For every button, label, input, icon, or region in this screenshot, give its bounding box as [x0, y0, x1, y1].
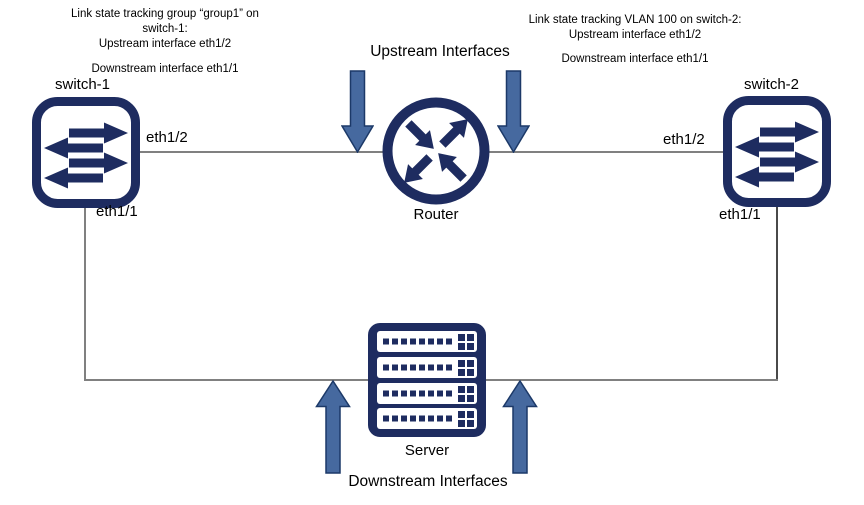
- link-router-switch2: [480, 151, 725, 153]
- link-switch2-down: [776, 204, 778, 381]
- downstream-arrow-right-icon: [502, 380, 538, 474]
- switch1-eth12-label: eth1/2: [146, 129, 188, 146]
- switch1-label: switch-1: [55, 76, 111, 93]
- switch1-icon: [32, 97, 140, 208]
- annotation-switch1: Link state tracking group “group1” on sw…: [40, 7, 290, 77]
- switch2-icon: [723, 96, 831, 207]
- downstream-arrow-left-icon: [315, 380, 351, 474]
- server-label: Server: [404, 442, 450, 459]
- switch2-eth12-label: eth1/2: [663, 131, 705, 148]
- upstream-arrow-right-icon: [497, 70, 530, 153]
- annotation-line: Link state tracking VLAN 100 on switch-2…: [528, 14, 742, 26]
- annotation-line: Upstream interface eth1/2: [98, 38, 232, 50]
- annotation-switch2: Link state tracking VLAN 100 on switch-2…: [510, 13, 760, 67]
- router-label: Router: [413, 206, 459, 223]
- annotation-line: Downstream interface eth1/1: [91, 63, 239, 75]
- annotation-line: switch-1:: [142, 23, 188, 35]
- upstream-arrow-left-icon: [341, 70, 374, 153]
- switch2-label: switch-2: [744, 76, 800, 93]
- link-switch1-router: [140, 151, 392, 153]
- switch2-eth11-label: eth1/1: [719, 206, 761, 223]
- upstream-interfaces-title: Upstream Interfaces: [370, 43, 510, 60]
- router-icon: [382, 97, 490, 205]
- downstream-interfaces-title: Downstream Interfaces: [348, 473, 508, 490]
- annotation-line: Downstream interface eth1/1: [561, 53, 709, 65]
- annotation-line: Link state tracking group “group1” on: [71, 8, 259, 20]
- link-switch1-down: [84, 207, 86, 381]
- server-icon: [368, 323, 486, 437]
- annotation-line: Upstream interface eth1/2: [568, 29, 702, 41]
- switch1-eth11-label: eth1/1: [96, 203, 138, 220]
